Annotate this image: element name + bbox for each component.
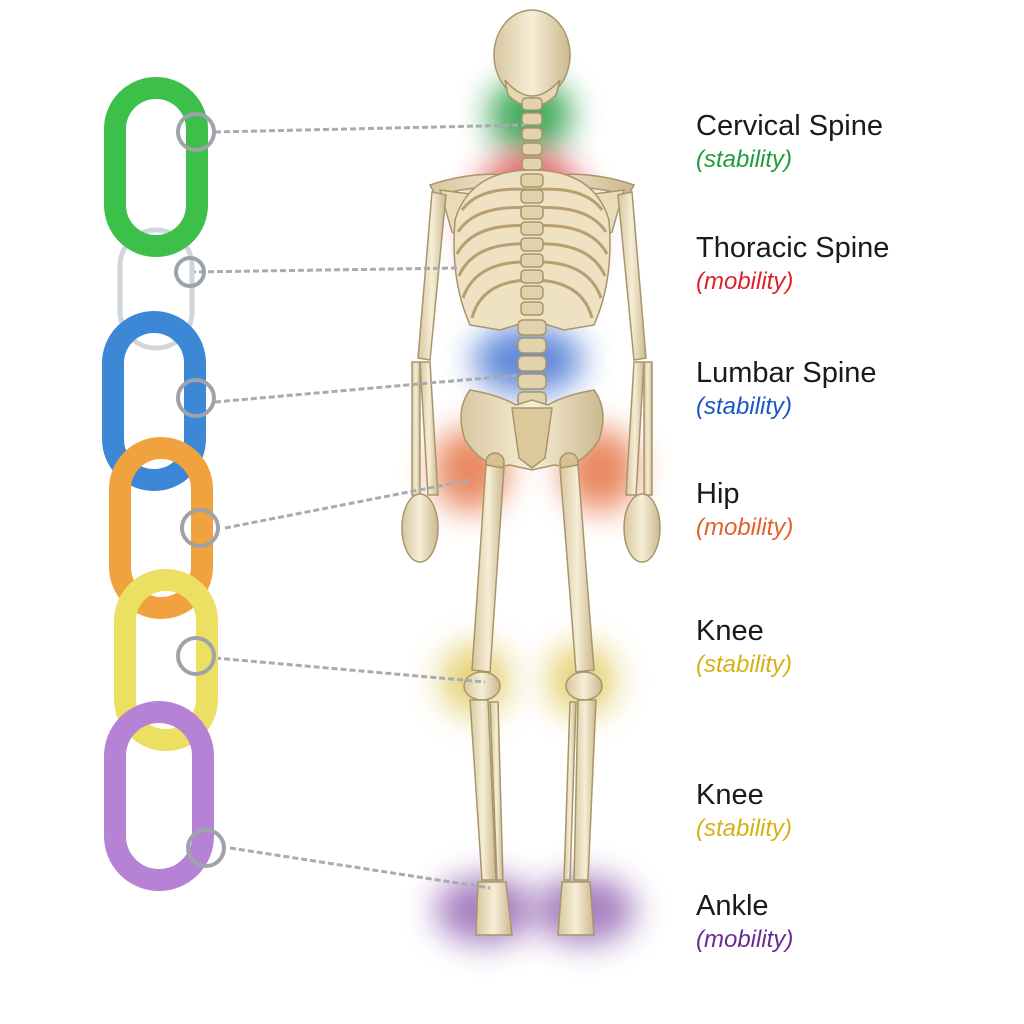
femur-left <box>471 464 505 673</box>
spine <box>517 97 547 408</box>
chain-link-hip <box>109 437 213 619</box>
connector-thoracic <box>189 266 461 274</box>
connector-lines <box>189 123 526 890</box>
joint-name: Knee <box>696 615 764 647</box>
connector-lumbar <box>214 373 521 404</box>
joint-role: (stability) <box>696 815 793 842</box>
label-knee: Knee (stability) <box>696 613 1016 681</box>
label-thoracic-spine: Thoracic Spine (mobility) <box>696 230 1016 298</box>
joint-name: Ankle <box>696 890 769 922</box>
foot-right <box>557 881 595 936</box>
skeleton-illustration <box>401 9 661 936</box>
fibula-right <box>563 701 577 881</box>
hand-right <box>623 493 661 563</box>
connector-cervical <box>214 123 526 134</box>
connector-rings <box>174 112 226 868</box>
ring-ankle <box>186 828 226 868</box>
ring-thoracic <box>174 256 206 288</box>
arms <box>401 191 661 563</box>
joint-name: Lumbar Spine <box>696 357 877 389</box>
joint-role: (stability) <box>696 393 793 420</box>
chain-link-cervical <box>104 77 208 257</box>
hand-left <box>401 493 439 563</box>
label-ankle: Ankle (mobility) <box>696 888 1016 956</box>
joint-role: (stability) <box>696 146 793 173</box>
joint-name: Cervical Spine <box>696 110 883 142</box>
sacrum <box>511 407 553 469</box>
connector-hip <box>224 478 471 530</box>
chain-link-ankle <box>104 701 214 891</box>
joint-role: (mobility) <box>696 268 794 295</box>
joint-role: (mobility) <box>696 926 794 953</box>
femur-right <box>559 464 595 673</box>
chain-link-lumbar <box>102 311 206 491</box>
foot-left <box>475 881 513 936</box>
ring-cervical <box>176 112 216 152</box>
label-lumbar-spine: Lumbar Spine (stability) <box>696 355 1016 423</box>
joint-name: Hip <box>696 478 740 510</box>
label-hip: Hip (mobility) <box>696 476 1016 544</box>
connector-ankle <box>229 846 491 890</box>
label-knee-second: Knee (stability) <box>696 777 1016 845</box>
joint-name: Knee <box>696 779 764 811</box>
chain-link-thoracic <box>117 227 195 351</box>
joint-name: Thoracic Spine <box>696 232 890 264</box>
fibula-left <box>489 701 504 881</box>
joint-role: (mobility) <box>696 514 794 541</box>
legs <box>463 464 603 936</box>
ring-lumbar <box>176 378 216 418</box>
tibia-left <box>469 699 497 881</box>
ring-hip <box>180 508 220 548</box>
joint-role: (stability) <box>696 651 793 678</box>
ribs <box>455 187 609 319</box>
label-cervical-spine: Cervical Spine (stability) <box>696 108 1016 176</box>
connector-knee <box>214 656 486 684</box>
chain-links <box>102 77 218 891</box>
chain-link-knee <box>114 569 218 751</box>
tibia-right <box>573 699 597 881</box>
ring-knee <box>176 636 216 676</box>
mandible <box>504 79 561 108</box>
